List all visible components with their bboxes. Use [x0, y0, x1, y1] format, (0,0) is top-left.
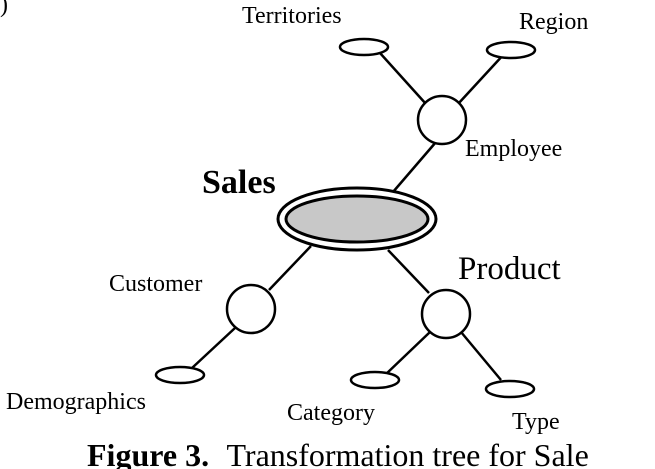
category-node — [349, 370, 401, 390]
caption-text: Transformation tree for Sale — [226, 437, 588, 469]
label-sales: Sales — [202, 164, 276, 201]
edge-employee-sales — [392, 141, 437, 193]
tree-edges — [191, 52, 506, 381]
customer-node — [225, 283, 277, 335]
label-category: Category — [287, 400, 375, 426]
edge-sales-product — [387, 249, 430, 294]
sales-inner-fill — [284, 194, 430, 244]
figure-caption: Figure 3. Transformation tree for Sale — [87, 437, 589, 469]
territories-node — [338, 37, 390, 57]
edge-territories-employee — [379, 52, 427, 105]
label-customer: Customer — [109, 271, 202, 297]
demographics-node — [154, 365, 206, 385]
label-type: Type — [512, 409, 560, 435]
label-territories: Territories — [242, 3, 342, 29]
type-node — [484, 379, 536, 399]
label-employee: Employee — [465, 136, 562, 162]
cropped-fragment: ) — [0, 0, 8, 18]
edge-product-type — [460, 331, 502, 381]
edge-product-category — [384, 331, 431, 376]
employee-node — [416, 94, 468, 146]
edge-sales-customer — [268, 245, 312, 291]
label-product: Product — [458, 251, 561, 287]
edge-region-employee — [457, 52, 506, 105]
sales-root-node — [276, 186, 438, 252]
edge-customer-demographics — [191, 327, 236, 369]
caption-label: Figure 3. — [87, 437, 209, 469]
region-node — [485, 40, 537, 60]
label-demographics: Demographics — [6, 389, 146, 415]
product-node — [420, 288, 472, 340]
label-region: Region — [519, 9, 588, 35]
